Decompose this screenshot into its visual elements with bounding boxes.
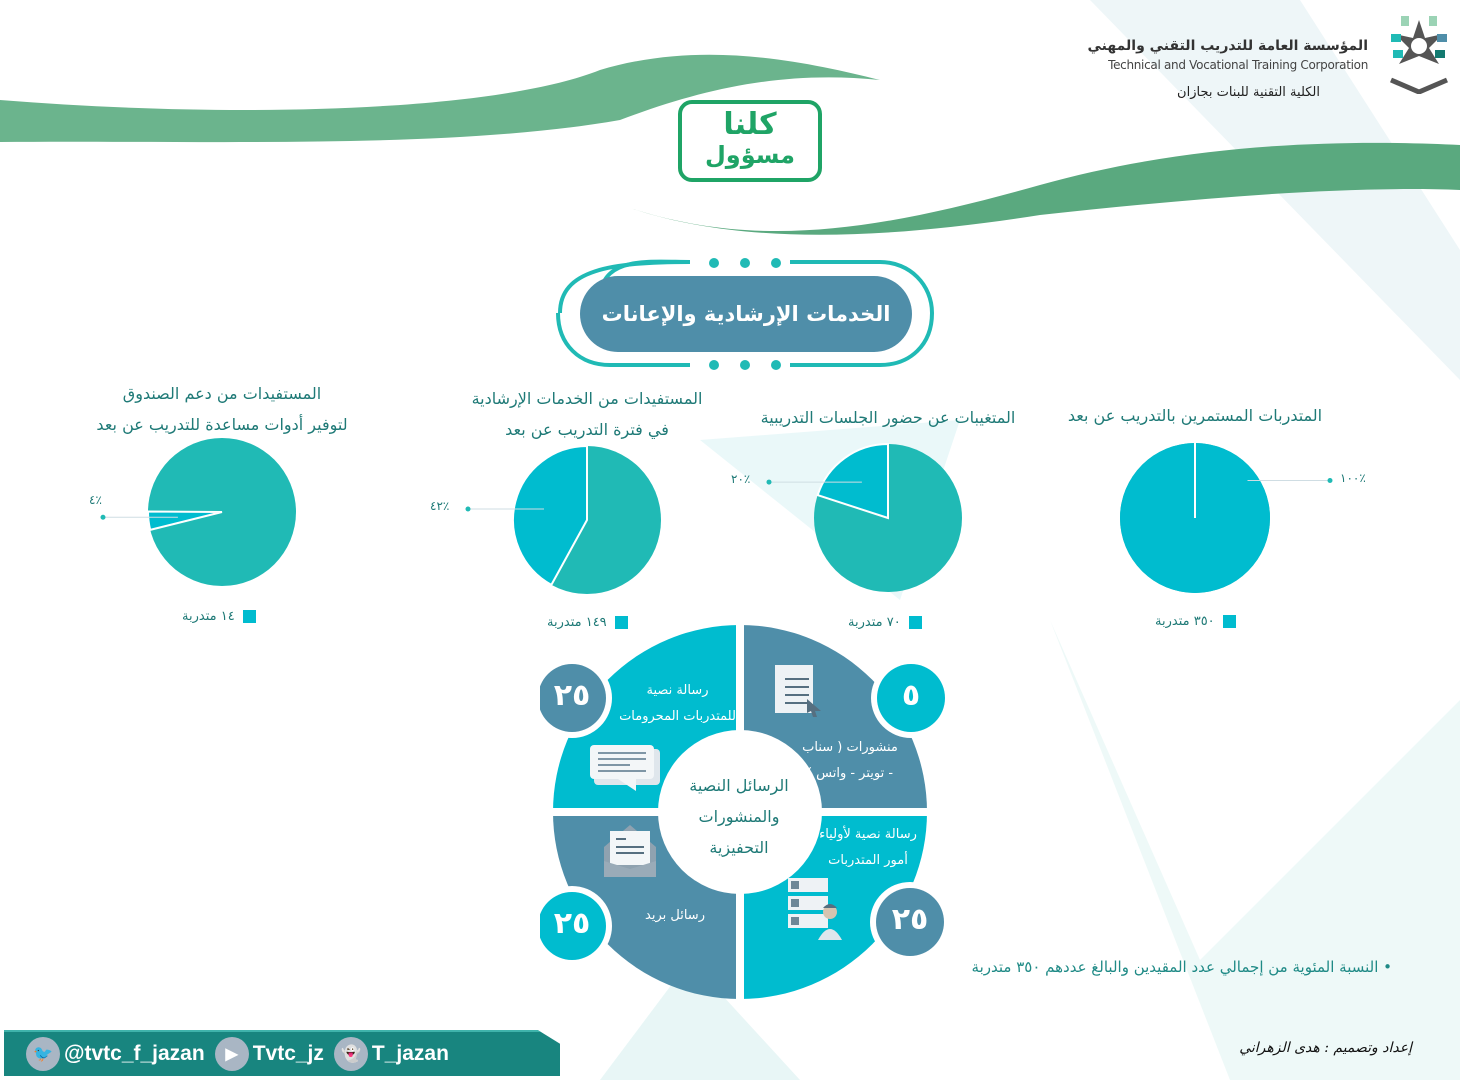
- pie-title: المتدربات المستمرين بالتدريب عن بعد: [1035, 400, 1355, 431]
- quadrant-line: - تويتر - واتس ): [806, 766, 894, 781]
- social-handle: @tvtc_f_jazan: [64, 1042, 205, 1065]
- campaign-logo-line1: كلنا: [723, 107, 777, 142]
- pie-chart: [465, 444, 661, 594]
- social-twitter[interactable]: 🐦@tvtc_f_jazan: [26, 1037, 205, 1071]
- campaign-logo-line2: مسؤول: [704, 141, 796, 169]
- section-title: الخدمات الإرشادية والإعانات: [580, 276, 912, 352]
- document-list-icon: [775, 665, 821, 717]
- count-badge: [876, 888, 944, 956]
- legend-label: ٣٥٠ متدربة: [1155, 614, 1215, 629]
- ring-center: [658, 730, 822, 894]
- ring-center-title: الرسائل النصية والمنشورات التحفيزية: [664, 770, 814, 863]
- footnote-text: النسبة المئوية من إجمالي عدد المقيدين وا…: [971, 958, 1379, 976]
- legend-label: ١٤٩ متدربة: [547, 615, 607, 630]
- pie-title: المتغيبات عن حضور الجلسات التدريبية: [728, 402, 1048, 433]
- snapchat-icon: 👻: [333, 1037, 368, 1071]
- legend-swatch: [614, 616, 628, 629]
- count-deprived: ٢٥: [553, 678, 591, 713]
- legend-swatch: [1222, 615, 1236, 628]
- social-bar: 🐦@tvtc_f_jazan ▶Tvtc_jz 👻T_jazan: [4, 1030, 560, 1076]
- pie-slice-highlight: [816, 442, 889, 520]
- pie-title-line: في فترة التدريب عن بعد: [505, 420, 669, 439]
- pie-title-line: المستفيدات من الخدمات الإرشادية: [471, 389, 703, 408]
- count-posts: ٥: [901, 678, 921, 713]
- social-youtube[interactable]: ▶Tvtc_jz: [214, 1037, 324, 1071]
- decorative-dots: [709, 258, 781, 370]
- count-email: ٢٥: [553, 906, 591, 941]
- quadrant-text-email: رسائل بريد: [630, 903, 720, 929]
- pie-chart: [100, 438, 296, 586]
- pie-leader-dot: [1327, 478, 1333, 483]
- pie-slice-highlight: [512, 444, 588, 587]
- center-line: والمنشورات: [698, 807, 780, 826]
- chat-bubble-icon: [590, 745, 660, 791]
- pie-percent-label: ٪٤٢: [430, 498, 450, 513]
- quadrant-line: رسائل بريد: [645, 908, 705, 923]
- legend-swatch: [908, 616, 922, 629]
- pie-percent-label: ٪١٠٠: [1340, 470, 1366, 485]
- campaign-logo: كلنا مسؤول: [678, 100, 822, 182]
- count-guardians: ٢٥: [891, 902, 929, 937]
- pie-legend: ١٤٩ متدربة: [547, 615, 628, 630]
- quadrant-text-guardians: رسالة نصية لأولياء أمور المتدربات: [808, 822, 928, 874]
- college-name: الكلية التقنية للبنات بجازان: [1177, 85, 1320, 100]
- pie-title-line: المتغيبات عن حضور الجلسات التدريبية: [760, 408, 1016, 427]
- pie-title: المستفيدات من الخدمات الإرشادية في فترة ا…: [427, 383, 747, 445]
- pie-chart: [766, 442, 962, 592]
- org-name-arabic: المؤسسة العامة للتدريب التقني والمهني: [1087, 38, 1369, 54]
- quadrant-text-posts: منشورات ( سناب - تويتر - واتس ): [790, 735, 910, 787]
- pie-leader-dot: [100, 514, 106, 520]
- checklist-person-icon: [788, 878, 842, 940]
- pie-slice-highlight: [147, 510, 223, 532]
- pie-title-line: المتدربات المستمرين بالتدريب عن بعد: [1067, 406, 1323, 425]
- envelope-icon: [604, 825, 656, 877]
- twitter-icon: 🐦: [26, 1037, 60, 1071]
- center-line: التحفيزية: [709, 838, 769, 857]
- quadrant-text-deprived: رسالة نصية للمتدربات المحرومات: [610, 678, 745, 730]
- center-line: الرسائل النصية: [689, 776, 789, 795]
- pie-leader-dot: [465, 506, 471, 512]
- tvtc-logo-icon: [1390, 16, 1448, 94]
- footnote: • النسبة المئوية من إجمالي عدد المقيدين …: [971, 958, 1392, 976]
- pie-legend: ٧٠ متدربة: [848, 615, 922, 630]
- legend-label: ١٤ متدربة: [182, 609, 235, 624]
- messages-ring: [540, 623, 951, 1001]
- pie-percent-label: ٪٤: [89, 493, 102, 508]
- pie-legend: ١٤ متدربة: [182, 609, 256, 624]
- quadrant-line: منشورات ( سناب: [802, 740, 898, 755]
- quadrant-line: للمتدربات المحرومات: [619, 709, 736, 724]
- pie-chart: [1120, 443, 1333, 593]
- social-handle: Tvtc_jz: [252, 1042, 324, 1065]
- quadrant-line: رسالة نصية: [646, 683, 709, 698]
- count-badge: [540, 664, 606, 732]
- pie-percent-label: ٪٢٠: [731, 472, 751, 487]
- legend-label: ٧٠ متدربة: [848, 615, 901, 630]
- pie-leader-dot: [766, 479, 772, 485]
- credit: إعداد وتصميم : هدى الزهراني: [1239, 1040, 1412, 1056]
- org-name-english: Technical and Vocational Training Corpor…: [1108, 58, 1368, 72]
- social-handle: T_jazan: [371, 1042, 449, 1065]
- quadrant-line: رسالة نصية لأولياء: [819, 827, 917, 842]
- quadrant-line: أمور المتدربات: [828, 853, 908, 868]
- pie-title: المستفيدات من دعم الصندوق لتوفير أدوات مس…: [62, 378, 382, 440]
- legend-swatch: [242, 610, 256, 623]
- social-snapchat[interactable]: 👻T_jazan: [333, 1037, 449, 1071]
- pie-title-line: المستفيدات من دعم الصندوق: [122, 384, 322, 403]
- count-badge: [877, 664, 945, 732]
- youtube-icon: ▶: [214, 1037, 249, 1071]
- pie-legend: ٣٥٠ متدربة: [1155, 614, 1236, 629]
- count-badge: [540, 892, 606, 960]
- pie-title-line: لتوفير أدوات مساعدة للتدريب عن بعد: [96, 415, 348, 434]
